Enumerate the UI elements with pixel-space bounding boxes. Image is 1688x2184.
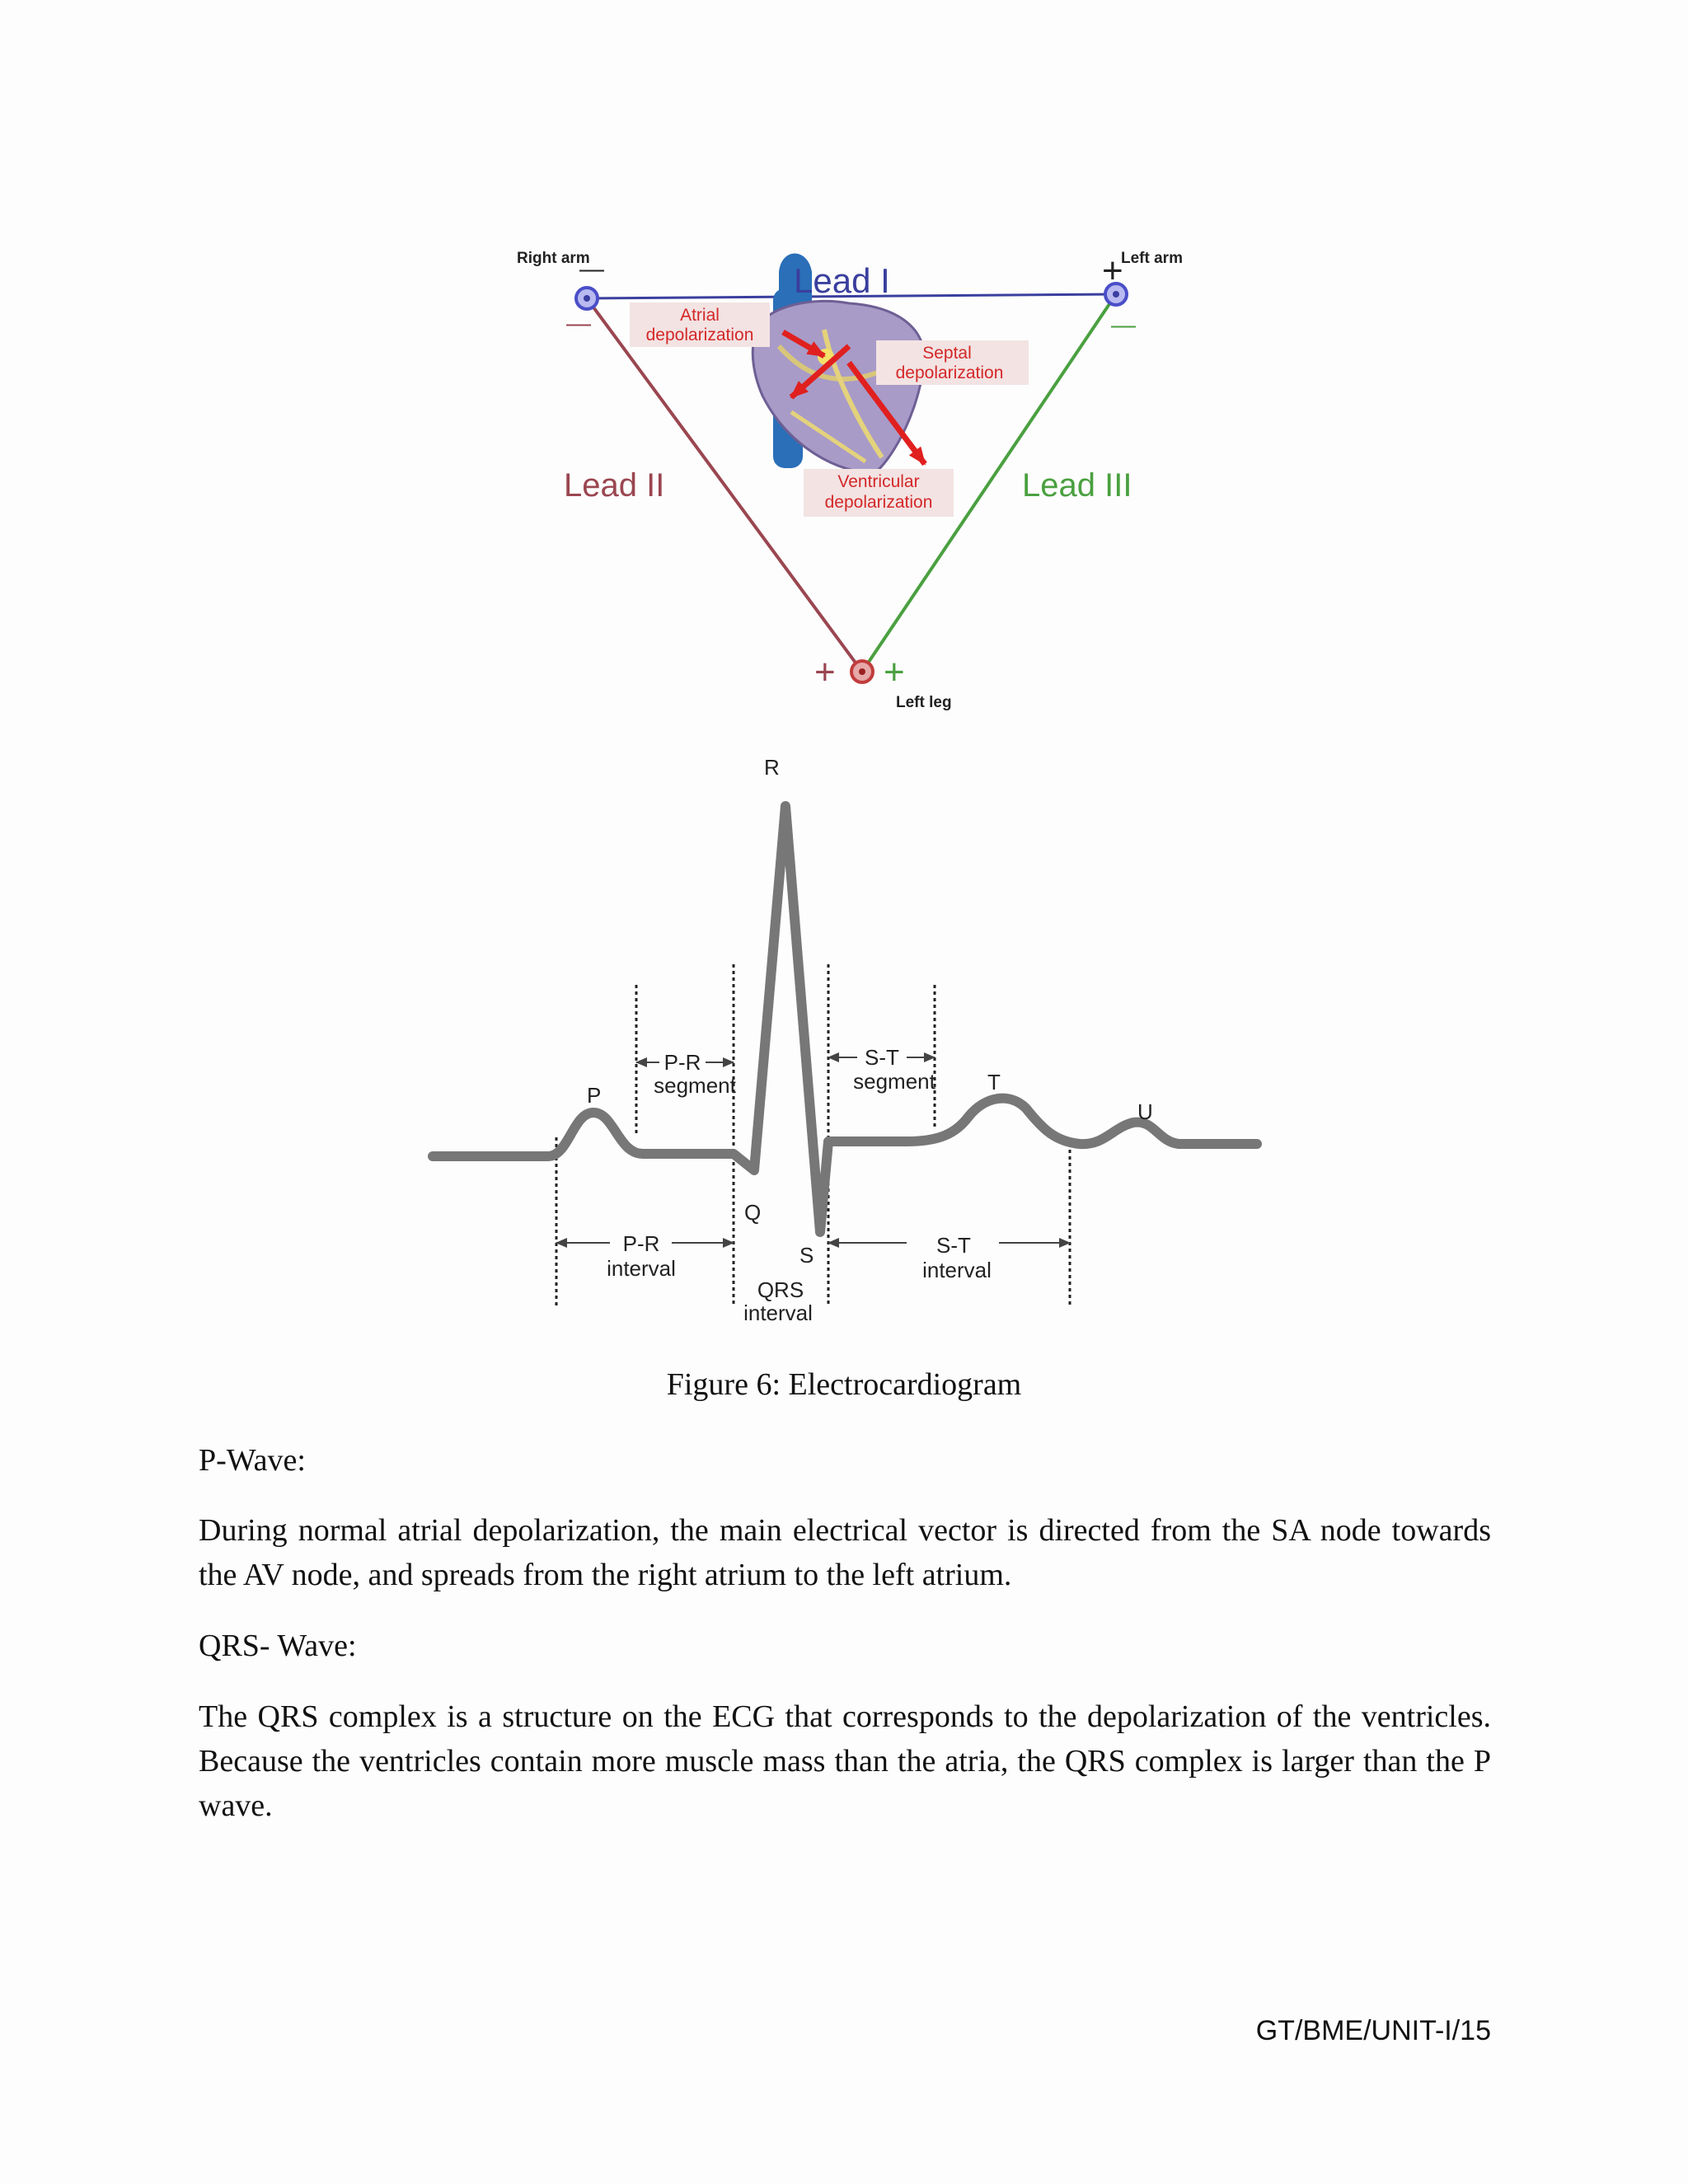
st-interval-label-line-1: S-T <box>936 1233 971 1258</box>
einthoven-triangle: — — + — + + Right arm Left arm Left leg … <box>517 250 1183 711</box>
lead-2-plus-sign: + <box>814 652 836 692</box>
st-segment-label-line-1: S-T <box>865 1045 899 1070</box>
t-wave-label: T <box>987 1070 1001 1094</box>
st-segment-label-line-2: segment <box>853 1069 935 1094</box>
left-arm-plus-sign: + <box>1102 251 1123 291</box>
ecg-trace <box>433 806 1257 1232</box>
left-arm-label: Left arm <box>1121 250 1183 267</box>
page-footer: GT/BME/UNIT-I/15 <box>1256 2015 1491 2047</box>
lead-2-label: Lead II <box>564 467 664 504</box>
septal-label-line-1: Septal <box>922 344 972 363</box>
s-wave-label: S <box>799 1243 814 1268</box>
ecg-waveform-diagram: R P Q S T U P-R segment S-T segment P-R … <box>433 755 1257 1325</box>
p-wave-heading: P-Wave: <box>199 1442 306 1479</box>
ecg-figure: — — + — + + Right arm Left arm Left leg … <box>0 0 1688 1335</box>
pr-segment-label-line-2: segment <box>654 1073 736 1098</box>
st-interval-label-line-2: interval <box>922 1258 992 1282</box>
qrs-wave-paragraph: The QRS complex is a structure on the EC… <box>199 1694 1491 1828</box>
u-wave-label: U <box>1137 1099 1153 1124</box>
p-wave-label: P <box>587 1083 601 1108</box>
atrial-label-line-1: Atrial <box>680 306 720 325</box>
left-leg-label: Left leg <box>896 694 952 711</box>
ventricular-label-line-1: Ventricular <box>837 472 919 491</box>
pr-interval-label-line-1: P-R <box>623 1231 660 1256</box>
ventricular-label-line-2: depolarization <box>825 493 933 512</box>
lead-1-label: Lead I <box>794 261 890 300</box>
septal-label-line-2: depolarization <box>896 363 1004 382</box>
pr-segment-label-line-1: P-R <box>664 1050 701 1075</box>
figure-caption: Figure 6: Electrocardiogram <box>0 1366 1688 1403</box>
p-wave-paragraph: During normal atrial depolarization, the… <box>199 1508 1491 1597</box>
pr-interval-label-line-2: interval <box>607 1256 676 1281</box>
q-wave-label: Q <box>744 1200 761 1225</box>
ventricular-depolarization-label: Ventricular depolarization <box>804 469 954 517</box>
atrial-depolarization-label: Atrial depolarization <box>630 302 770 347</box>
atrial-label-line-2: depolarization <box>646 326 754 344</box>
qrs-interval-label-line-1: QRS <box>757 1277 804 1302</box>
qrs-wave-heading: QRS- Wave: <box>199 1628 357 1664</box>
lead-3-plus-sign: + <box>884 652 905 692</box>
lead-3-label: Lead III <box>1022 467 1132 504</box>
septal-depolarization-label: Septal depolarization <box>876 340 1029 385</box>
right-arm-label: Right arm <box>517 250 590 267</box>
qrs-interval-label-line-2: interval <box>743 1301 813 1325</box>
lead-3-minus-sign: — <box>1111 312 1136 339</box>
lead-2-minus-sign: — <box>566 310 591 337</box>
r-wave-label: R <box>764 755 780 780</box>
